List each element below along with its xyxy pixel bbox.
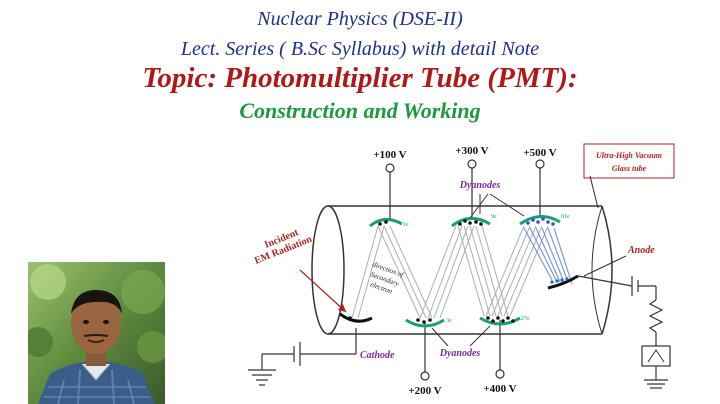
terminal-300v [467, 159, 477, 218]
dynode-1 [369, 218, 403, 228]
cathode [248, 312, 373, 386]
series-subtitle: Lect. Series ( B.Sc Syllabus) with detai… [180, 38, 540, 60]
presenter-photo [28, 262, 165, 404]
dynodes-pointer-lines [469, 193, 525, 219]
voltage-200v: +200 V [408, 385, 441, 397]
electron-count-5: 81e [561, 214, 570, 220]
topic-subtitle: Construction and Working [239, 98, 481, 123]
voltage-400v: +400 V [483, 383, 516, 395]
voltage-100v: +100 V [373, 149, 406, 161]
terminal-400v [495, 320, 505, 379]
electron-count-3: 9e [491, 214, 497, 220]
dynodes-label-top: Dyanodes [459, 180, 501, 191]
dynode-2 [405, 318, 445, 328]
glass-tube [311, 205, 613, 335]
dynodes-label-bottom: Dyanodes [439, 348, 481, 359]
series-title: Nuclear Physics (DSE-II) [257, 8, 463, 30]
vacuum-label-line1: Ultra-High Vacuum [596, 151, 662, 160]
voltage-300v: +300 V [455, 145, 488, 157]
secondary-electron-note: direction of Secondary electron [369, 260, 405, 295]
topic-title: Topic: Photomultiplier Tube (PMT): [142, 62, 578, 94]
terminal-500v [535, 159, 545, 218]
dynodes-pointer-lines-bottom [431, 325, 491, 347]
electron-paths [351, 225, 549, 319]
electron-paths-final [523, 227, 573, 285]
electron-count-1: 1e [403, 222, 409, 228]
dynode-5 [519, 215, 561, 226]
vacuum-label-line2: Glass tube [612, 164, 647, 173]
meter-icon [647, 349, 665, 363]
vacuum-label-box [583, 143, 675, 179]
anode [547, 274, 633, 290]
incident-radiation-arrow [299, 269, 347, 313]
cathode-label: Cathode [360, 350, 395, 361]
terminal-200v [420, 322, 430, 381]
electron-count-4: 27e [521, 316, 530, 322]
output-circuit [631, 276, 671, 389]
terminal-100v [385, 163, 395, 220]
electron-count-2: 3e [446, 318, 452, 324]
dynode-3 [451, 217, 491, 228]
anode-label: Anode [627, 245, 655, 256]
dynode-4 [479, 316, 521, 326]
voltage-500v: +500 V [523, 147, 556, 159]
